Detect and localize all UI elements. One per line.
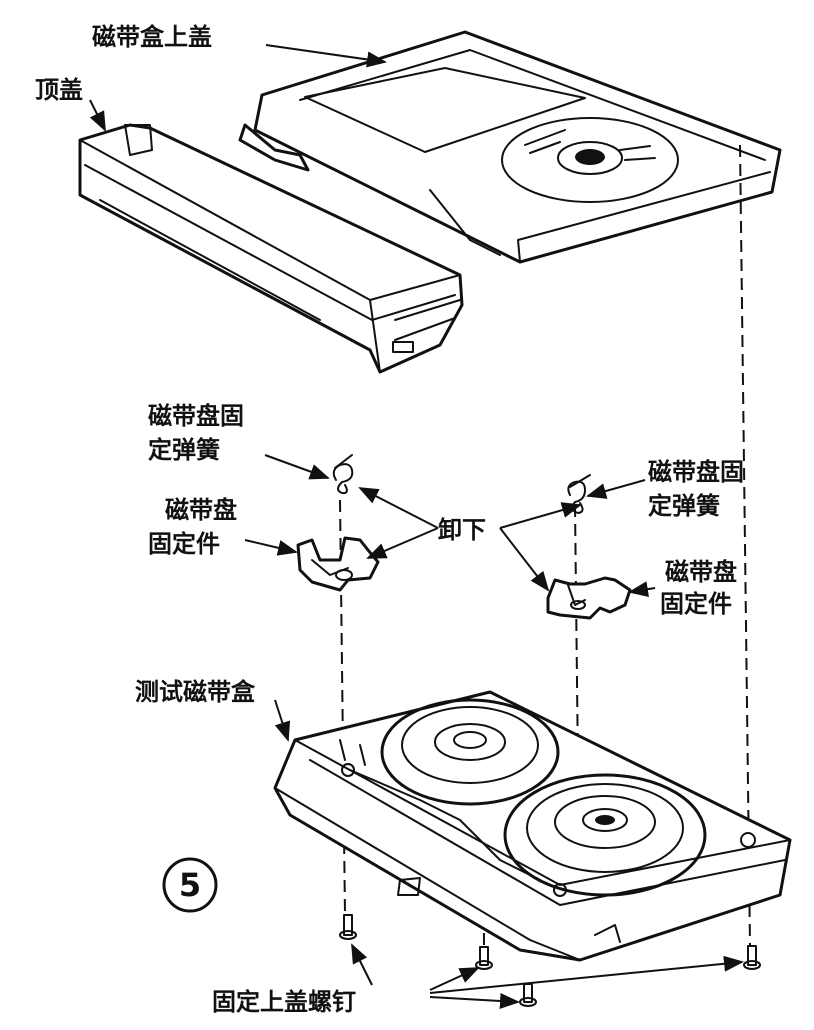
screw-3 [519, 983, 537, 1007]
label-right-spring-line1: 磁带盘固 [648, 458, 744, 486]
lid-screws [339, 914, 761, 1007]
right-tape-holder [546, 576, 632, 620]
label-top-cover: 顶盖 [35, 76, 83, 104]
label-right-holder-line2: 固定件 [660, 590, 732, 618]
label-left-holder-line1: 磁带盘 [165, 496, 237, 524]
label-left-spring-line1: 磁带盘固 [148, 402, 244, 430]
left-tape-holder [296, 536, 380, 592]
left-holder-spring [332, 454, 354, 495]
step-number: 5 [179, 866, 201, 904]
label-right-holder-line1: 磁带盘 [665, 558, 737, 586]
label-test-cassette: 测试磁带盒 [135, 678, 256, 706]
test-cassette [273, 690, 792, 962]
cassette-upper-lid [238, 30, 782, 264]
leader-lines [89, 44, 744, 1009]
label-right-spring-line2: 定弹簧 [648, 492, 720, 520]
label-left-holder-line2: 固定件 [148, 530, 220, 558]
step-number-badge: 5 [162, 857, 218, 913]
screw-4 [743, 945, 761, 970]
label-cassette-upper-lid: 磁带盒上盖 [92, 23, 212, 51]
label-remove: 卸下 [438, 516, 486, 544]
label-lid-screws: 固定上盖螺钉 [212, 988, 356, 1016]
screw-2 [475, 946, 493, 970]
top-cover [78, 123, 464, 374]
label-left-spring-line2: 定弹簧 [148, 436, 220, 464]
screw-1 [339, 914, 357, 940]
